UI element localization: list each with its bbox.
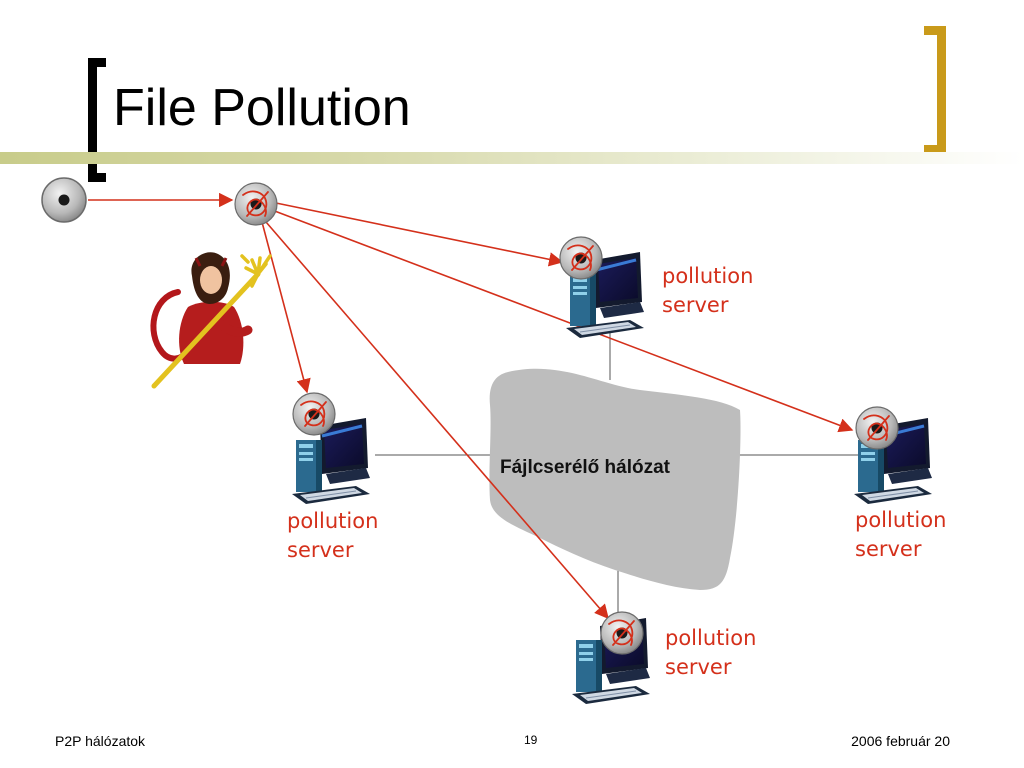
arrow-to-left-server (261, 221, 311, 394)
title-underline-bar (0, 152, 1024, 164)
footer-right: 2006 február 20 (851, 733, 950, 749)
file-disc-icon (41, 177, 87, 223)
bottom-server-label: pollution server (665, 624, 756, 682)
top-server-computer-icon (559, 236, 646, 340)
left-server-computer-icon (290, 392, 372, 506)
left-server-label-line1: pollution (287, 509, 379, 533)
right-server-polluted-file-icon (855, 406, 899, 450)
right-server-label: pollution server (855, 506, 946, 564)
page-title: File Pollution (113, 79, 411, 137)
top-server-label-line1: pollution (662, 264, 754, 288)
left-server-label: pollution server (287, 507, 378, 565)
slide-number: 19 (524, 733, 538, 747)
title-bracket-right (924, 26, 946, 154)
polluted-file-icon (234, 182, 278, 226)
arrow-to-bottom-server (265, 221, 609, 620)
top-server-label-line2: server (662, 293, 729, 317)
bottom-server-computer-icon (570, 611, 652, 706)
top-server-polluted-file-icon (559, 236, 603, 280)
footer-left: P2P hálózatok (55, 733, 146, 749)
bottom-server-polluted-file-icon (600, 611, 644, 655)
cloud-label: Fájlcserélő hálózat (500, 457, 671, 478)
devil-figure-icon (150, 252, 272, 389)
bottom-server-label-line1: pollution (665, 626, 757, 650)
right-server-label-line2: server (855, 537, 922, 561)
top-server-label: pollution server (662, 262, 753, 320)
file-sharing-network-cloud (489, 368, 741, 590)
right-server-label-line1: pollution (855, 508, 947, 532)
arrow-to-right-server (271, 209, 854, 433)
left-server-label-line2: server (287, 538, 354, 562)
right-server-computer-icon (852, 406, 934, 506)
title-bracket-left (88, 58, 106, 182)
arrow-to-top-server (275, 202, 564, 267)
bottom-server-label-line2: server (665, 655, 732, 679)
left-server-polluted-file-icon (292, 392, 336, 436)
